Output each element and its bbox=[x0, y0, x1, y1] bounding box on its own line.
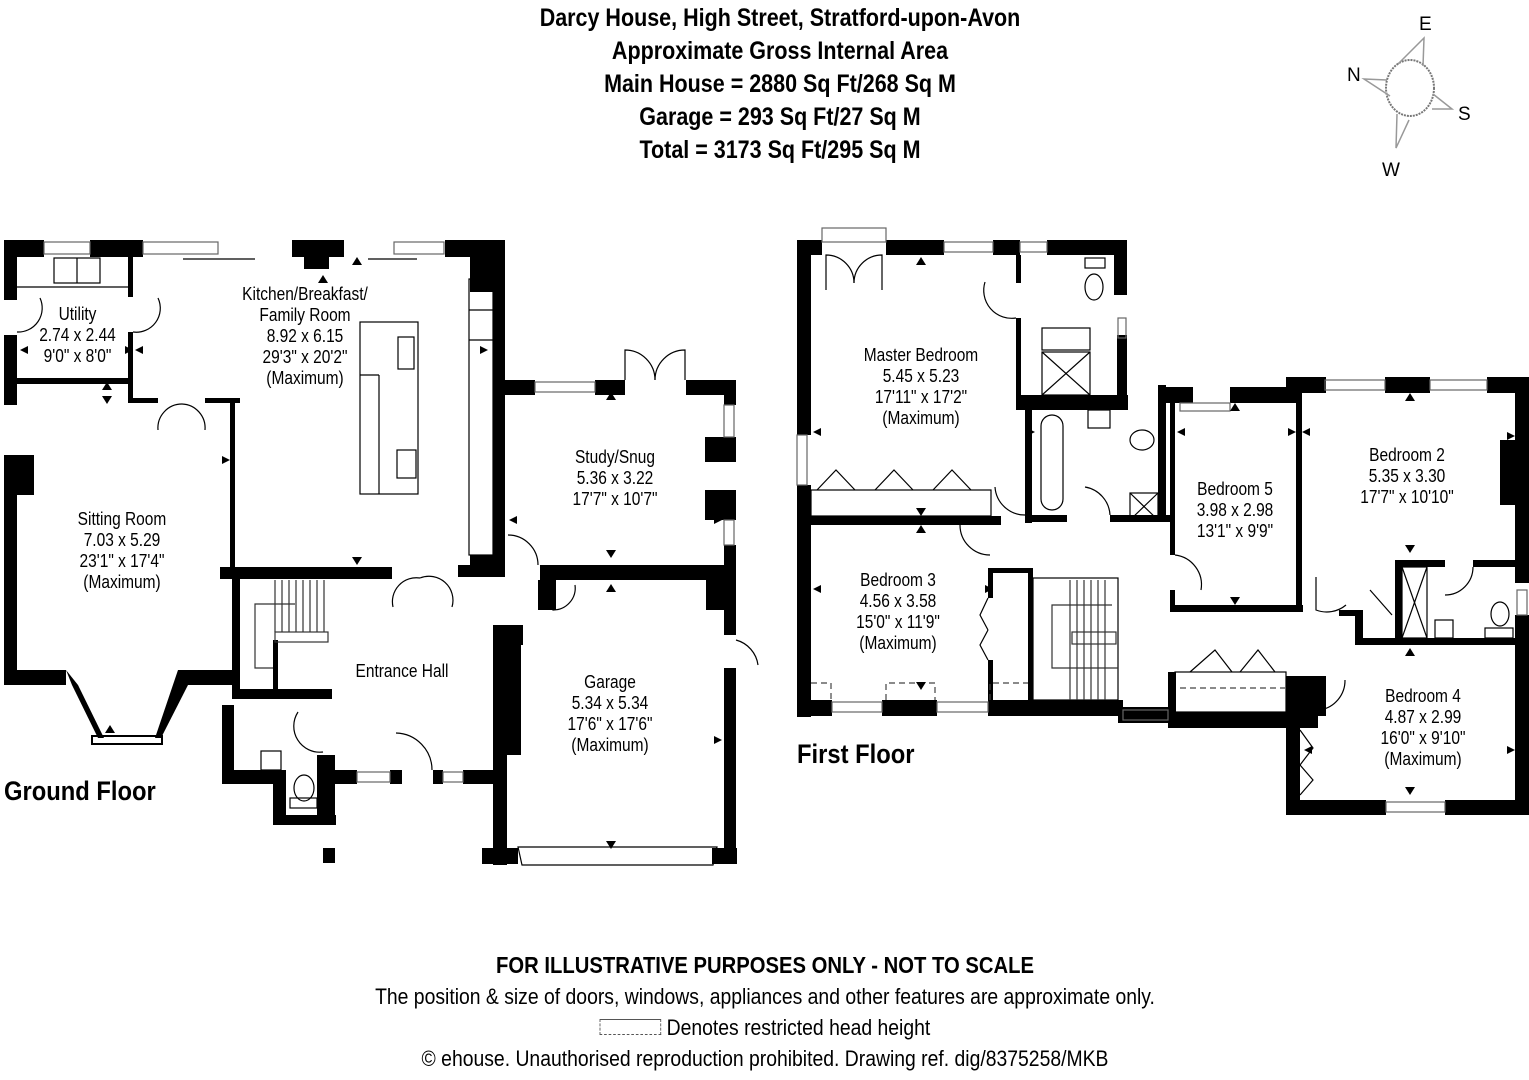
room-name: Bedroom 3 bbox=[860, 570, 936, 590]
room-name: Utility bbox=[58, 304, 97, 324]
room-metric: 7.03 x 5.29 bbox=[83, 530, 161, 550]
room-metric: 5.45 x 5.23 bbox=[882, 366, 960, 386]
compass-north: N bbox=[1347, 65, 1361, 86]
plan-header: Darcy House, High Street, Stratford-upon… bbox=[470, 2, 1089, 167]
room-metric: 8.92 x 6.15 bbox=[266, 326, 344, 346]
room-metric: 2.74 x 2.44 bbox=[39, 325, 116, 345]
compass-west: W bbox=[1382, 160, 1400, 181]
room-note: (Maximum) bbox=[83, 572, 161, 592]
room-note: (Maximum) bbox=[859, 633, 937, 653]
room-name: Kitchen/Breakfast/ bbox=[242, 284, 368, 304]
first-floor-label: First Floor bbox=[797, 739, 915, 769]
room-bedroom-5: Bedroom 5 3.98 x 2.98 13'1" x 9'9" bbox=[1179, 479, 1291, 542]
room-name: Bedroom 4 bbox=[1385, 686, 1461, 706]
room-note: (Maximum) bbox=[882, 408, 960, 428]
room-imperial: 29'3" x 20'2" bbox=[262, 347, 348, 367]
room-imperial: 23'1" x 17'4" bbox=[79, 551, 165, 571]
room-imperial: 9'0" x 8'0" bbox=[43, 346, 112, 366]
ground-floor-label: Ground Floor bbox=[4, 776, 156, 806]
room-name-line2: Family Room bbox=[259, 305, 351, 325]
room-sitting: Sitting Room 7.03 x 5.29 23'1" x 17'4" (… bbox=[62, 509, 182, 593]
ground-floor-fixtures bbox=[16, 241, 759, 866]
disclaimer: FOR ILLUSTRATIVE PURPOSES ONLY - NOT TO … bbox=[496, 952, 1034, 978]
room-kitchen: Kitchen/Breakfast/ Family Room 8.92 x 6.… bbox=[228, 284, 383, 389]
first-floor-fixtures bbox=[796, 227, 1528, 813]
room-note: (Maximum) bbox=[266, 368, 344, 388]
compass-rose-icon: E N S W bbox=[1340, 8, 1500, 183]
approximation-note: The position & size of doors, windows, a… bbox=[375, 984, 1155, 1009]
room-bedroom-4: Bedroom 4 4.87 x 2.99 16'0" x 9'10" (Max… bbox=[1367, 686, 1479, 770]
room-utility: Utility 2.74 x 2.44 9'0" x 8'0" bbox=[28, 304, 127, 367]
room-bedroom-2: Bedroom 2 5.35 x 3.30 17'7" x 10'10" bbox=[1351, 445, 1463, 508]
compass-south: S bbox=[1458, 104, 1471, 125]
copyright: © ehouse. Unauthorised reproduction proh… bbox=[421, 1046, 1109, 1071]
room-metric: 5.34 x 5.34 bbox=[571, 693, 649, 713]
room-garage: Garage 5.34 x 5.34 17'6" x 17'6" (Maximu… bbox=[550, 672, 670, 756]
room-name: Entrance Hall bbox=[355, 661, 449, 681]
first-floor-walls bbox=[797, 240, 1529, 815]
room-metric: 5.35 x 3.30 bbox=[1368, 466, 1446, 486]
room-entrance-hall: Entrance Hall bbox=[342, 661, 462, 682]
room-imperial: 17'7" x 10'7" bbox=[572, 489, 658, 509]
garage-area: Garage = 293 Sq Ft/27 Sq M bbox=[639, 103, 921, 131]
room-name: Study/Snug bbox=[574, 447, 656, 467]
room-imperial: 17'7" x 10'10" bbox=[1360, 487, 1454, 507]
room-name: Bedroom 2 bbox=[1369, 445, 1445, 465]
room-name: Sitting Room bbox=[77, 509, 167, 529]
legend-row: Denotes restricted head height bbox=[356, 1012, 1174, 1043]
area-subtitle: Approximate Gross Internal Area bbox=[611, 37, 949, 65]
room-imperial: 17'6" x 17'6" bbox=[567, 714, 653, 734]
legend-text: Denotes restricted head height bbox=[666, 1015, 931, 1040]
room-name: Bedroom 5 bbox=[1197, 479, 1273, 499]
room-metric: 3.98 x 2.98 bbox=[1196, 500, 1274, 520]
room-name: Garage bbox=[584, 672, 636, 692]
plan-footer: FOR ILLUSTRATIVE PURPOSES ONLY - NOT TO … bbox=[356, 950, 1174, 1074]
room-name: Master Bedroom bbox=[863, 345, 979, 365]
room-master-bedroom: Master Bedroom 5.45 x 5.23 17'11" x 17'2… bbox=[848, 345, 994, 429]
room-note: (Maximum) bbox=[571, 735, 649, 755]
total-area: Total = 3173 Sq Ft/295 Sq M bbox=[639, 136, 921, 164]
room-imperial: 13'1" x 9'9" bbox=[1196, 521, 1274, 541]
room-note: (Maximum) bbox=[1384, 749, 1462, 769]
room-metric: 4.87 x 2.99 bbox=[1384, 707, 1462, 727]
dimension-arrows bbox=[20, 257, 1515, 849]
room-metric: 4.56 x 3.58 bbox=[859, 591, 937, 611]
room-metric: 5.36 x 3.22 bbox=[576, 468, 654, 488]
property-title: Darcy House, High Street, Stratford-upon… bbox=[539, 4, 1021, 32]
room-imperial: 16'0" x 9'10" bbox=[1380, 728, 1466, 748]
room-imperial: 15'0" x 11'9" bbox=[856, 612, 940, 632]
main-house-area: Main House = 2880 Sq Ft/268 Sq M bbox=[604, 70, 956, 98]
room-study: Study/Snug 5.36 x 3.22 17'7" x 10'7" bbox=[555, 447, 675, 510]
room-bedroom-3: Bedroom 3 4.56 x 3.58 15'0" x 11'9" (Max… bbox=[842, 570, 954, 654]
compass-east: E bbox=[1419, 14, 1432, 35]
dashed-box-icon bbox=[599, 1019, 662, 1036]
compass-graphic bbox=[1361, 36, 1455, 149]
room-imperial: 17'11" x 17'2" bbox=[874, 387, 968, 407]
ground-floor-walls bbox=[4, 240, 737, 865]
